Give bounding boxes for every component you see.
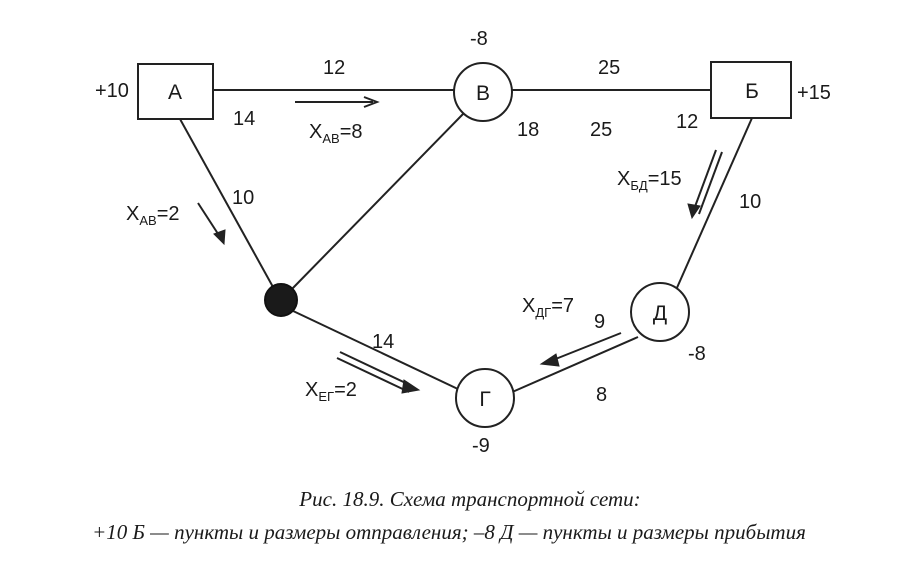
edge-b-d [675, 117, 753, 291]
node-g-demand: -9 [472, 435, 490, 457]
flow-arrow-bd [687, 149, 723, 220]
node-g-circle [455, 368, 515, 428]
node-d-demand: -8 [688, 343, 706, 365]
node-g-label: Г [479, 388, 490, 411]
cost-a-v: 12 [323, 57, 345, 79]
cost-a-v-left: 14 [233, 108, 255, 130]
cost-v-right: 18 [517, 119, 539, 141]
cost-d-g: 8 [596, 384, 607, 406]
cost-d-g-a: 9 [594, 311, 605, 333]
node-v-label: В [476, 82, 490, 105]
node-b-box [710, 61, 792, 119]
cost-v-b: 25 [598, 57, 620, 79]
flow-arrow-eg [336, 351, 421, 394]
flow-label-ae: XАВ=2 [126, 203, 180, 228]
node-v-circle [453, 62, 513, 122]
flow-label-dg: XДГ=7 [522, 295, 574, 320]
flow-label-eg: XЕГ=2 [305, 379, 357, 404]
node-b-label: Б [745, 80, 759, 103]
edge-e-g [290, 309, 461, 391]
cost-b-left: 12 [676, 111, 698, 133]
node-a-supply: +10 [95, 80, 129, 102]
flow-arrow-ae [197, 202, 226, 246]
node-e-filled [264, 283, 298, 317]
edge-d-g [509, 336, 639, 394]
cost-b-d: 10 [739, 191, 761, 213]
cost-a-e: 10 [232, 187, 254, 209]
flow-label-bd: XБД=15 [617, 168, 682, 193]
caption-line-1: Рис. 18.9. Схема транспортной сети: [298, 487, 640, 511]
node-v-demand: -8 [470, 28, 488, 50]
node-d-label: Д [653, 302, 667, 325]
flow-arrow-dg [539, 332, 622, 367]
flow-arrow-av [295, 96, 380, 108]
node-b-supply: +15 [797, 82, 831, 104]
node-a-box [137, 63, 214, 120]
edge-v-e [290, 112, 465, 291]
edge-a-e [179, 118, 274, 288]
node-d-circle [630, 282, 690, 342]
flow-label-av: XАВ=8 [309, 121, 363, 146]
cost-e-g: 14 [372, 331, 394, 353]
cost-v-b-low: 25 [590, 119, 612, 141]
caption-line-2: +10 Б — пункты и размеры отправления; –8… [92, 520, 806, 544]
node-a-label: А [168, 81, 182, 104]
